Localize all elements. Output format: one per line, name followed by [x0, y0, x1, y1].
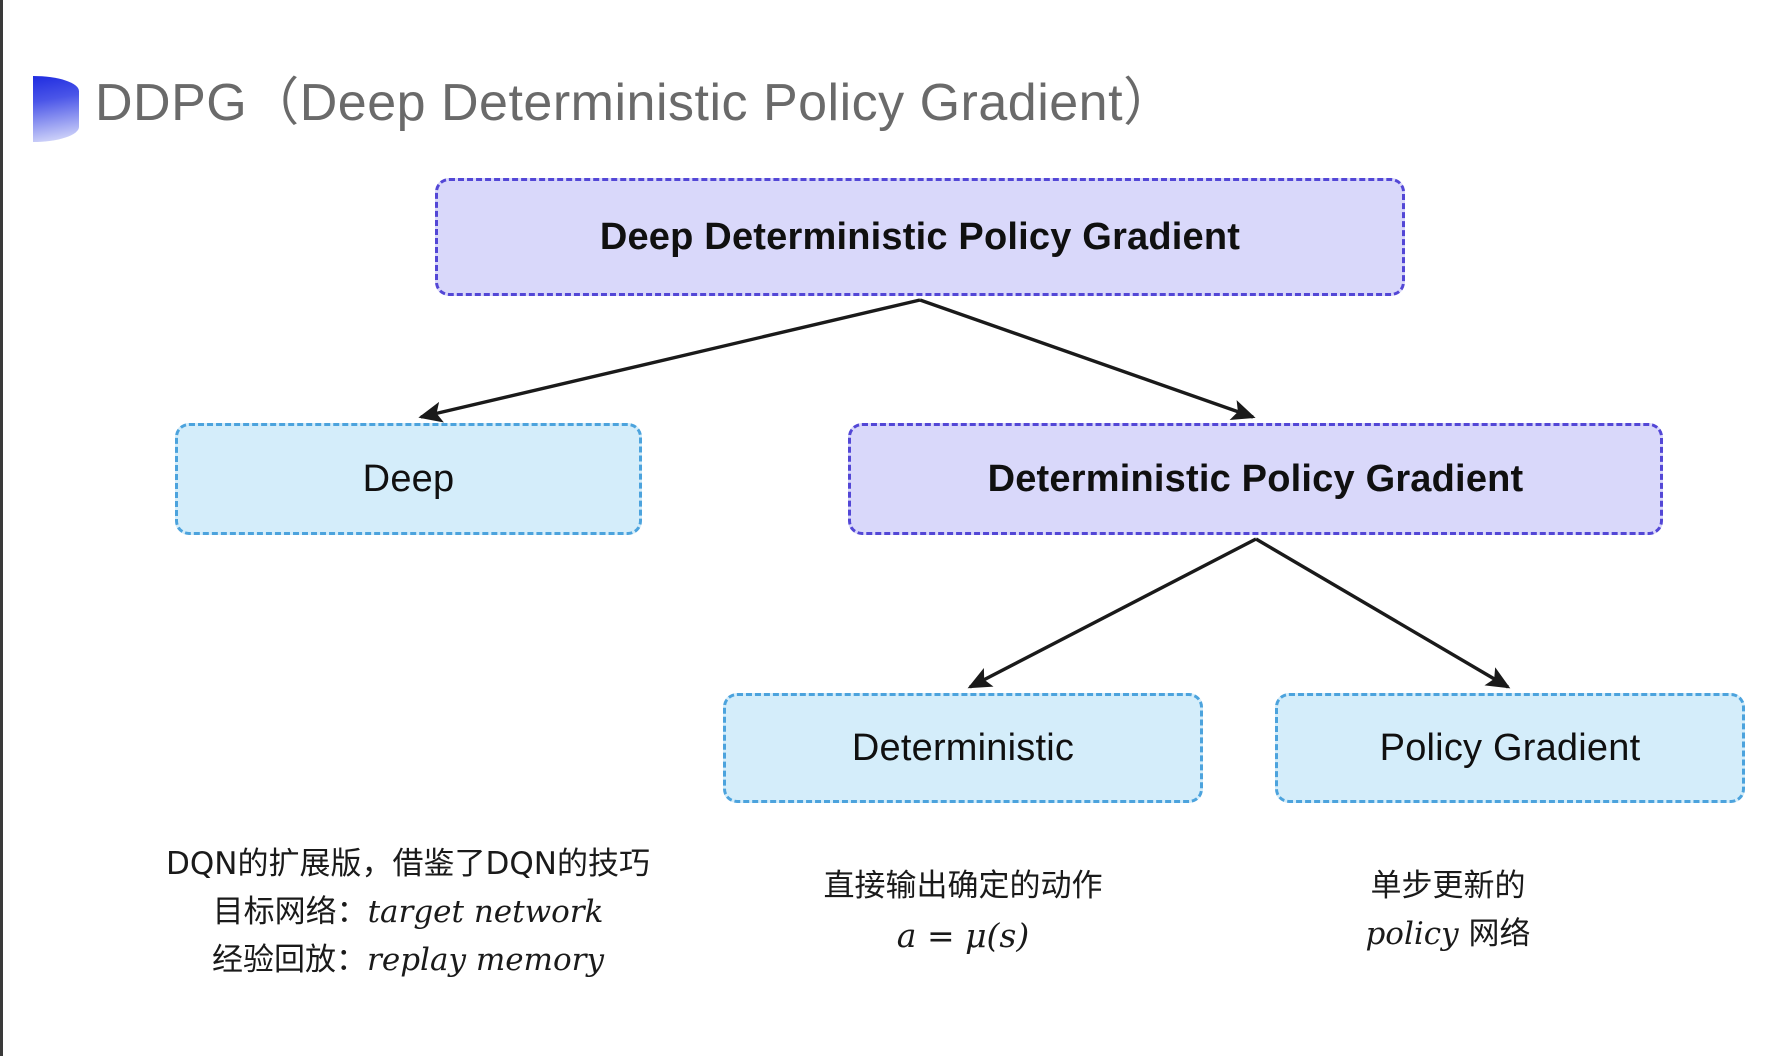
page-title: DDPG（Deep Deterministic Policy Gradient）	[95, 74, 1176, 132]
caption-deterministic: 直接输出确定的动作 a = μ(s)	[768, 862, 1158, 961]
node-deep[interactable]: Deep	[175, 423, 642, 535]
caption-deep-line1: DQN的扩展版，借鉴了DQN的技巧	[166, 846, 650, 882]
edge-dpg-to-policy-gradient	[1255, 537, 1511, 689]
caption-deep-line3-label: 经验回放：	[212, 942, 368, 979]
node-deterministic[interactable]: Deterministic	[723, 693, 1203, 803]
node-label: Policy Gradient	[1379, 726, 1641, 769]
caption-deep-line3-value: replay memory	[367, 942, 604, 979]
caption-policy-gradient: 单步更新的 policy 网络	[1293, 862, 1603, 958]
caption-deep-line3: 经验回放：replay memory	[143, 936, 673, 984]
caption-deep: DQN的扩展版，借鉴了DQN的技巧 目标网络：target network 经验…	[143, 840, 673, 984]
caption-policy-gradient-line2: policy 网络	[1293, 910, 1603, 958]
edge-root-to-dpg	[919, 298, 1256, 420]
half-circle-gradient-icon	[33, 76, 79, 142]
caption-deep-line2: 目标网络：target network	[143, 888, 673, 936]
edge-dpg-to-deterministic	[967, 537, 1257, 689]
node-deep-deterministic-policy-gradient[interactable]: Deep Deterministic Policy Gradient	[435, 178, 1405, 296]
node-label: Deep	[362, 457, 455, 500]
node-policy-gradient[interactable]: Policy Gradient	[1275, 693, 1745, 803]
caption-policy-gradient-line1: 单步更新的	[1370, 868, 1526, 904]
caption-deterministic-formula: a = μ(s)	[896, 916, 1030, 956]
node-label: Deep Deterministic Policy Gradient	[599, 215, 1241, 258]
node-deterministic-policy-gradient[interactable]: Deterministic Policy Gradient	[848, 423, 1663, 535]
caption-deep-line2-label: 目标网络：	[212, 894, 368, 931]
caption-policy-gradient-value: policy	[1365, 916, 1459, 953]
edge-root-to-deep	[418, 298, 921, 423]
caption-policy-gradient-suffix: 网络	[1458, 916, 1531, 953]
caption-deep-line2-value: target network	[367, 894, 604, 931]
caption-deterministic-line1: 直接输出确定的动作	[823, 868, 1103, 904]
node-label: Deterministic	[851, 726, 1075, 769]
node-label: Deterministic Policy Gradient	[987, 457, 1524, 500]
